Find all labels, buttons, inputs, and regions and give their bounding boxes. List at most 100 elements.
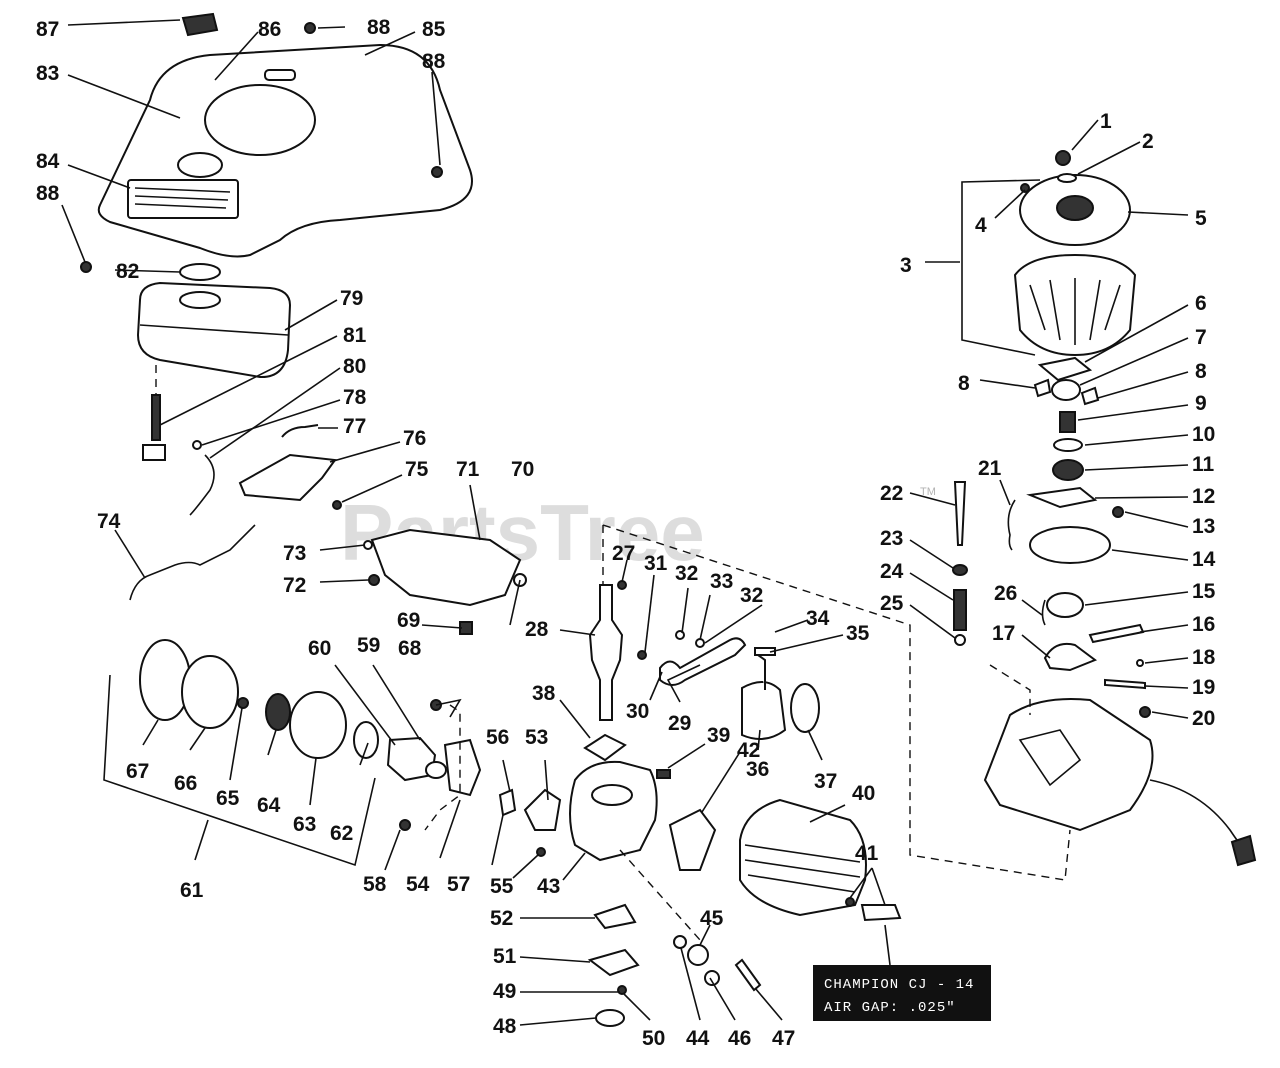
callout-23: 23 bbox=[880, 527, 903, 550]
callout-82: 82 bbox=[116, 260, 139, 283]
screw bbox=[637, 650, 647, 660]
fuel-shutoff-valve bbox=[142, 394, 166, 461]
callout-65: 65 bbox=[216, 787, 240, 810]
callout-52: 52 bbox=[490, 907, 513, 930]
wrist-pin bbox=[757, 654, 766, 690]
callout-37: 37 bbox=[814, 770, 837, 793]
screw bbox=[431, 166, 443, 178]
clip bbox=[192, 440, 202, 450]
screw bbox=[536, 847, 546, 857]
key bbox=[617, 580, 627, 590]
pawl bbox=[1033, 378, 1052, 398]
trademark-mark: TM bbox=[920, 486, 936, 498]
callout-75: 75 bbox=[405, 458, 429, 481]
fuel-cap bbox=[181, 12, 219, 37]
throttle-linkage bbox=[129, 524, 256, 601]
gasket bbox=[583, 733, 627, 762]
callout-44: 44 bbox=[686, 1027, 710, 1050]
leader-dash bbox=[602, 524, 1071, 881]
callout-50: 50 bbox=[642, 1027, 665, 1050]
callout-labels: 1 2 3 4 5 6 7 8 8 9 10 11 12 13 14 15 16… bbox=[36, 16, 1216, 1050]
bracket-line bbox=[103, 674, 376, 867]
callout-11: 11 bbox=[1192, 453, 1215, 476]
spring bbox=[459, 621, 473, 635]
brake-plate bbox=[1026, 486, 1098, 509]
callout-53: 53 bbox=[525, 726, 548, 749]
callout-39: 39 bbox=[707, 724, 730, 747]
callout-74: 74 bbox=[97, 510, 121, 533]
screw bbox=[304, 22, 316, 34]
callout-48: 48 bbox=[493, 1015, 517, 1038]
leader-dash bbox=[424, 704, 461, 831]
callout-15: 15 bbox=[1192, 580, 1216, 603]
callout-71: 71 bbox=[456, 458, 480, 481]
plug-cap bbox=[845, 897, 855, 907]
callout-42: 42 bbox=[737, 739, 760, 762]
washer bbox=[673, 935, 687, 949]
baffle-plate bbox=[370, 528, 522, 607]
pawl bbox=[1037, 356, 1093, 382]
fuel-line bbox=[189, 454, 215, 516]
callout-30: 30 bbox=[626, 700, 649, 723]
callout-47: 47 bbox=[772, 1027, 795, 1050]
callout-84: 84 bbox=[36, 150, 60, 173]
flywheel-assembly bbox=[1013, 174, 1137, 357]
leader-dash bbox=[989, 664, 1031, 715]
callout-85: 85 bbox=[422, 18, 446, 41]
callout-87: 87 bbox=[36, 18, 59, 41]
leader-lines bbox=[61, 19, 1189, 1026]
callout-49: 49 bbox=[493, 980, 516, 1003]
tank-bracket bbox=[238, 453, 337, 502]
starter-pulley bbox=[1029, 526, 1111, 564]
spark-plug-spec-label: CHAMPION CJ - 14 AIR GAP: .025" bbox=[813, 965, 991, 1021]
callout-81: 81 bbox=[343, 324, 367, 347]
spark-plug bbox=[860, 904, 902, 922]
engine-shroud bbox=[97, 43, 473, 258]
callout-16: 16 bbox=[1192, 613, 1215, 636]
callout-25: 25 bbox=[880, 592, 904, 615]
callout-66: 66 bbox=[174, 772, 197, 795]
callout-56: 56 bbox=[486, 726, 509, 749]
callout-77: 77 bbox=[343, 415, 366, 438]
gasket bbox=[668, 808, 717, 871]
callout-83: 83 bbox=[36, 62, 59, 85]
spring bbox=[953, 589, 967, 631]
callout-10: 10 bbox=[1192, 423, 1215, 446]
pawl bbox=[1080, 386, 1100, 406]
callout-43: 43 bbox=[537, 875, 560, 898]
callout-36: 36 bbox=[746, 758, 769, 781]
callout-27: 27 bbox=[612, 542, 635, 565]
spring-clip bbox=[1041, 599, 1046, 626]
callout-17: 17 bbox=[992, 622, 1015, 645]
callout-60: 60 bbox=[308, 637, 331, 660]
callout-58: 58 bbox=[363, 873, 387, 896]
washer bbox=[1053, 438, 1083, 452]
grommet bbox=[179, 263, 221, 281]
callout-1: 1 bbox=[1100, 110, 1112, 133]
callout-14: 14 bbox=[1192, 548, 1216, 571]
callout-28: 28 bbox=[525, 618, 549, 641]
callout-40: 40 bbox=[852, 782, 875, 805]
callout-86: 86 bbox=[258, 18, 281, 41]
gear bbox=[687, 944, 709, 966]
seal bbox=[595, 1009, 625, 1027]
fuel-tank bbox=[136, 281, 292, 379]
callout-5: 5 bbox=[1195, 207, 1207, 230]
starter-cup bbox=[1051, 379, 1081, 401]
callout-61: 61 bbox=[180, 879, 204, 902]
cylinder bbox=[739, 798, 867, 917]
bearing bbox=[695, 638, 705, 648]
callout-78: 78 bbox=[343, 386, 367, 409]
callout-88-c: 88 bbox=[36, 182, 60, 205]
pin bbox=[1104, 678, 1146, 690]
callout-29: 29 bbox=[668, 712, 691, 735]
callout-9: 9 bbox=[1195, 392, 1207, 415]
callout-67: 67 bbox=[126, 760, 149, 783]
callout-24: 24 bbox=[880, 560, 904, 583]
pin bbox=[734, 958, 762, 992]
callout-88-b: 88 bbox=[422, 50, 446, 73]
washer bbox=[1057, 173, 1077, 183]
callout-32: 32 bbox=[675, 562, 698, 585]
carburetor bbox=[386, 736, 482, 797]
